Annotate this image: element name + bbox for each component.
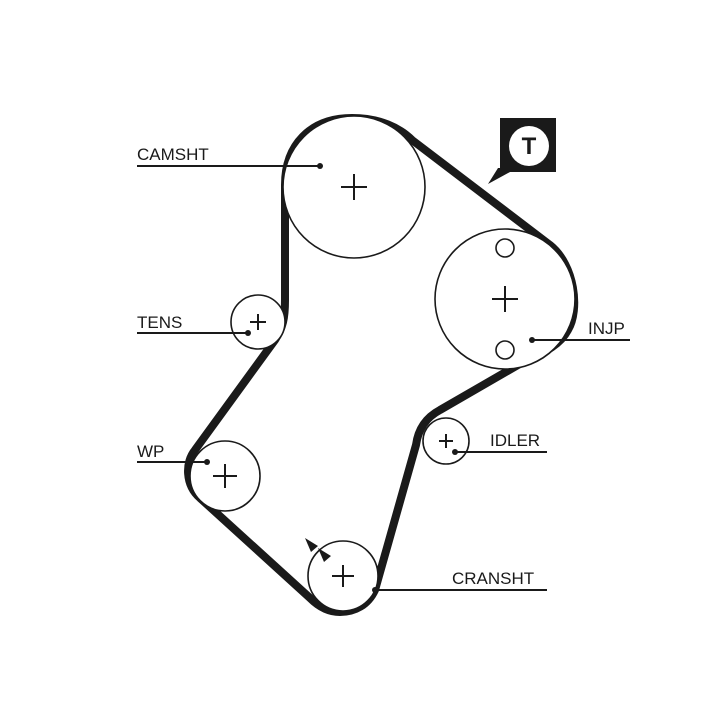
- tensioner-pulley: [230, 294, 286, 350]
- badge-circle: [509, 126, 549, 166]
- callout-idler: IDLER: [452, 431, 547, 455]
- callout-water-pump: WP: [137, 442, 210, 465]
- water-pump-pulley: [189, 440, 261, 512]
- callout-camshaft: CAMSHT: [137, 145, 323, 169]
- crankshaft-pulley: [307, 540, 379, 612]
- timing-mark-hole-bottom: [495, 340, 515, 360]
- injection-pump-pulley: [434, 228, 576, 370]
- idler-pulley: [422, 417, 470, 465]
- label-idler: IDLER: [490, 431, 540, 450]
- rotation-arrow-icon: [305, 538, 331, 562]
- callout-injection-pump: INJP: [529, 319, 630, 343]
- tensioner-badge: T: [488, 118, 556, 184]
- badge-letter: T: [522, 133, 537, 160]
- label-crankshaft: CRANSHT: [452, 569, 534, 588]
- label-injection-pump: INJP: [588, 319, 625, 338]
- timing-mark-hole-top: [495, 238, 515, 258]
- label-tensioner: TENS: [137, 313, 182, 332]
- callout-crankshaft: CRANSHT: [372, 569, 547, 593]
- camshaft-pulley: [282, 115, 426, 259]
- label-water-pump: WP: [137, 442, 164, 461]
- callout-tensioner: TENS: [137, 313, 251, 336]
- label-camshaft: CAMSHT: [137, 145, 209, 164]
